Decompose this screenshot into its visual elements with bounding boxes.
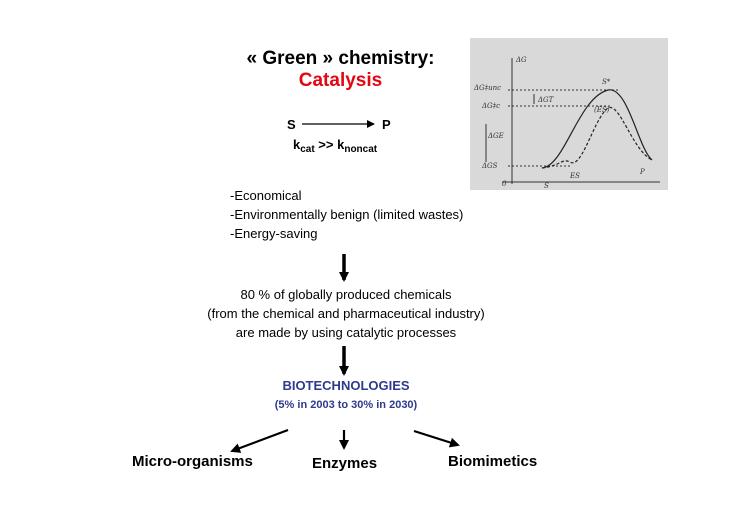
branch-biomimetics: Biomimetics xyxy=(448,453,538,470)
slide-title: « Green » chemistry: xyxy=(246,48,435,69)
biotech-heading: BIOTECHNOLOGIES xyxy=(282,378,410,393)
benefit-item: -Environmentally benign (limited wastes) xyxy=(230,207,464,222)
slide-subtitle: Catalysis xyxy=(298,70,383,91)
uncatalyzed-curve xyxy=(541,89,653,169)
branch-enzymes: Enzymes xyxy=(312,455,378,472)
level-label: ΔG‡unc xyxy=(473,84,501,92)
knoncat-subscript: noncat xyxy=(344,144,378,155)
statement-line: (from the chemical and pharmaceutical in… xyxy=(207,306,485,321)
point-label: ES xyxy=(569,172,580,180)
substrate-label: S xyxy=(287,117,296,132)
kcat-symbol: k xyxy=(293,137,301,152)
point-label: (ES) xyxy=(594,106,610,114)
benefit-item: -Energy-saving xyxy=(230,226,318,241)
statement-line: 80 % of globally produced chemicals xyxy=(240,287,452,302)
energy-diagram: ΔG ΔG‡unc ΔG‡c ΔGS 0 ΔGT ΔGE S* (ES) ES … xyxy=(470,38,668,190)
level-label: ΔGS xyxy=(481,162,498,170)
knoncat-symbol: k xyxy=(337,137,345,152)
catalyzed-curve xyxy=(541,107,653,169)
axis-label: ΔG xyxy=(515,56,527,64)
benefit-item: -Economical xyxy=(230,188,302,203)
branch-arrow-right xyxy=(413,429,460,448)
diagram-background xyxy=(470,38,668,190)
level-label: 0 xyxy=(502,180,507,188)
benefits-list: -Economical -Environmentally benign (lim… xyxy=(230,186,463,243)
branch-micro-organisms: Micro-organisms xyxy=(132,453,253,470)
point-label: S* xyxy=(602,78,611,86)
branch-arrow-left xyxy=(230,428,289,453)
kcat-subscript: cat xyxy=(300,144,315,155)
delta-label: ΔGT xyxy=(537,96,555,104)
delta-label: ΔGE xyxy=(487,132,504,140)
point-label: P xyxy=(639,168,645,176)
product-label: P xyxy=(382,117,391,132)
statement-line: are made by using catalytic processes xyxy=(235,325,457,340)
catalysis-statement: 80 % of globally produced chemicals (fro… xyxy=(150,285,542,342)
level-label: ΔG‡c xyxy=(481,102,500,110)
relation-symbol: >> xyxy=(314,137,338,152)
point-label: S xyxy=(544,182,549,190)
rate-comparison: kcat >> knoncat xyxy=(293,137,377,155)
biotech-growth: (5% in 2003 to 30% in 2030) xyxy=(274,399,418,411)
